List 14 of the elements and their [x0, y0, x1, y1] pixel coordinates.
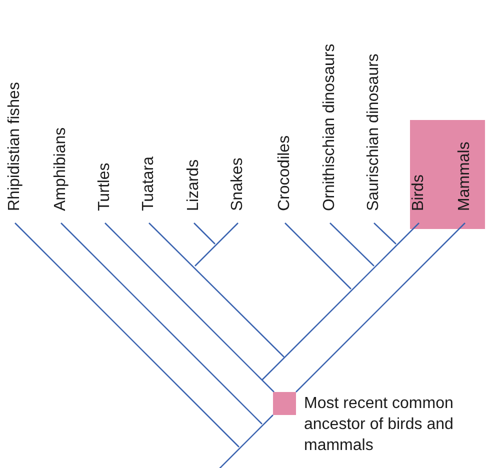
taxon-label: Amphibians — [53, 127, 69, 211]
highlight-band — [410, 120, 485, 229]
taxon-label: Tuatara — [141, 156, 157, 211]
ancestor-marker — [273, 392, 296, 415]
taxon-label: Saurischian dinosaurs — [366, 54, 382, 211]
taxon-label: Turtles — [97, 162, 113, 211]
taxon-label: Ornithischian dinosaurs — [322, 44, 338, 211]
taxon-label: Crocodiles — [277, 135, 293, 211]
taxon-label: Mammals — [457, 142, 473, 211]
taxon-label: Birds — [411, 174, 427, 211]
taxon-label: Lizards — [186, 159, 202, 211]
ancestor-caption: Most recent common ancestor of birds and mammals — [304, 394, 454, 456]
taxon-label: Snakes — [230, 158, 246, 211]
taxon-label: Rhipidistian fishes — [7, 82, 23, 211]
